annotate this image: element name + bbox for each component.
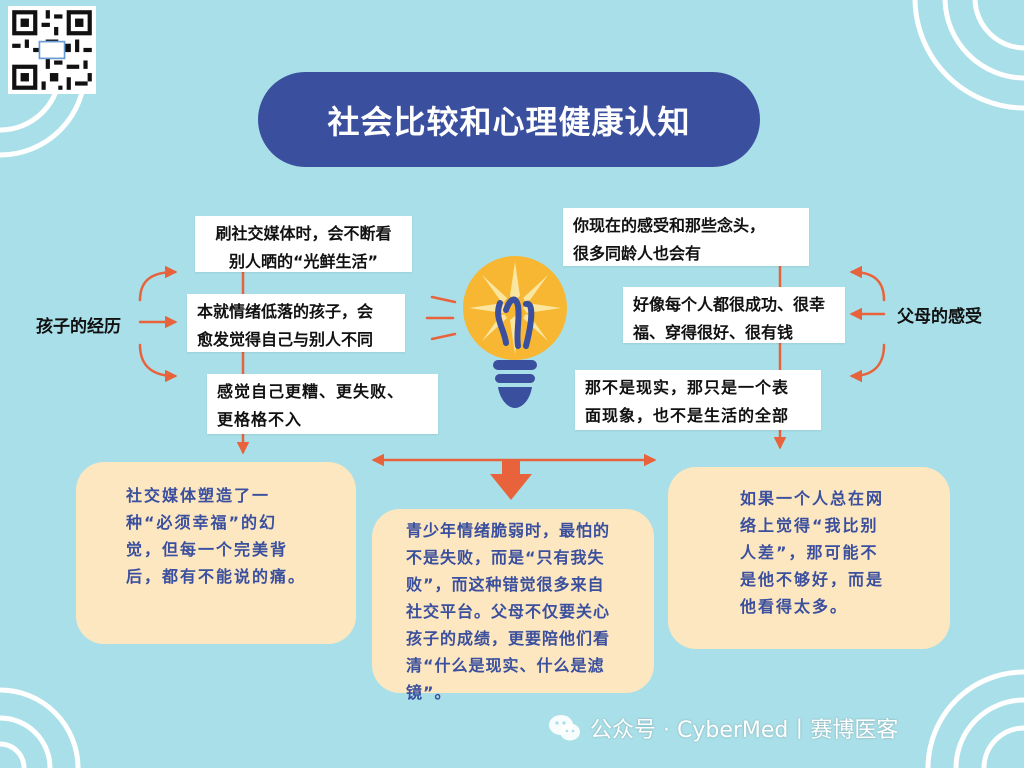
card-line: 本就情绪低落的孩子，会 (197, 302, 374, 321)
card-line: 好像每个人都很成功、很幸 (633, 295, 826, 314)
right-card-3: 那不是现实，那只是一个表 面现象，也不是生活的全部 (575, 370, 821, 430)
card-line: 很多同龄人也会有 (573, 244, 702, 263)
qr-code (8, 6, 96, 94)
card-line: 刷社交媒体时，会不断看 (215, 224, 392, 243)
bubble-center: 青少年情绪脆弱时，最怕的不是失败，而是“只有我失败”，而这种错觉很多来自社交平台… (372, 509, 654, 702)
left-card-2: 本就情绪低落的孩子，会 愈发觉得自己与别人不同 (187, 294, 405, 352)
card-line: 别人晒的“光鲜生活” (228, 252, 379, 271)
right-card-2: 好像每个人都很成功、很幸 福、穿得很好、很有钱 (623, 287, 845, 343)
card-line: 感觉自己更糟、更失败、 (217, 382, 405, 401)
bubble-right: 如果一个人总在网络上觉得“我比别人差”，那可能不是他不够好，而是他看得太多。 (668, 467, 950, 649)
watermark-text: 公众号 · CyberMed丨赛博医客 (590, 718, 899, 743)
card-line: 更格格不入 (217, 410, 303, 429)
left-card-1: 刷社交媒体时，会不断看 别人晒的“光鲜生活” (195, 216, 412, 272)
bubble-left: 社交媒体塑造了一种“必须幸福”的幻觉，但每一个完美背后，都有不能说的痛。 (76, 462, 356, 644)
card-line: 你现在的感受和那些念头， (573, 216, 766, 235)
card-line: 福、穿得很好、很有钱 (633, 323, 794, 342)
wechat-icon (549, 715, 580, 741)
right-card-1: 你现在的感受和那些念头， 很多同龄人也会有 (563, 208, 809, 266)
lightbulb-icon (463, 256, 567, 408)
card-line: 愈发觉得自己与别人不同 (197, 330, 374, 349)
left-label: 孩子的经历 (36, 317, 121, 337)
right-label: 父母的感受 (897, 307, 982, 327)
watermark: 公众号 · CyberMed丨赛博医客 (548, 708, 1008, 748)
card-line: 面现象，也不是生活的全部 (585, 406, 790, 425)
left-card-3: 感觉自己更糟、更失败、 更格格不入 (207, 374, 438, 434)
page-title: 社会比较和心理健康认知 (258, 72, 760, 167)
card-line: 那不是现实，那只是一个表 (585, 378, 790, 397)
